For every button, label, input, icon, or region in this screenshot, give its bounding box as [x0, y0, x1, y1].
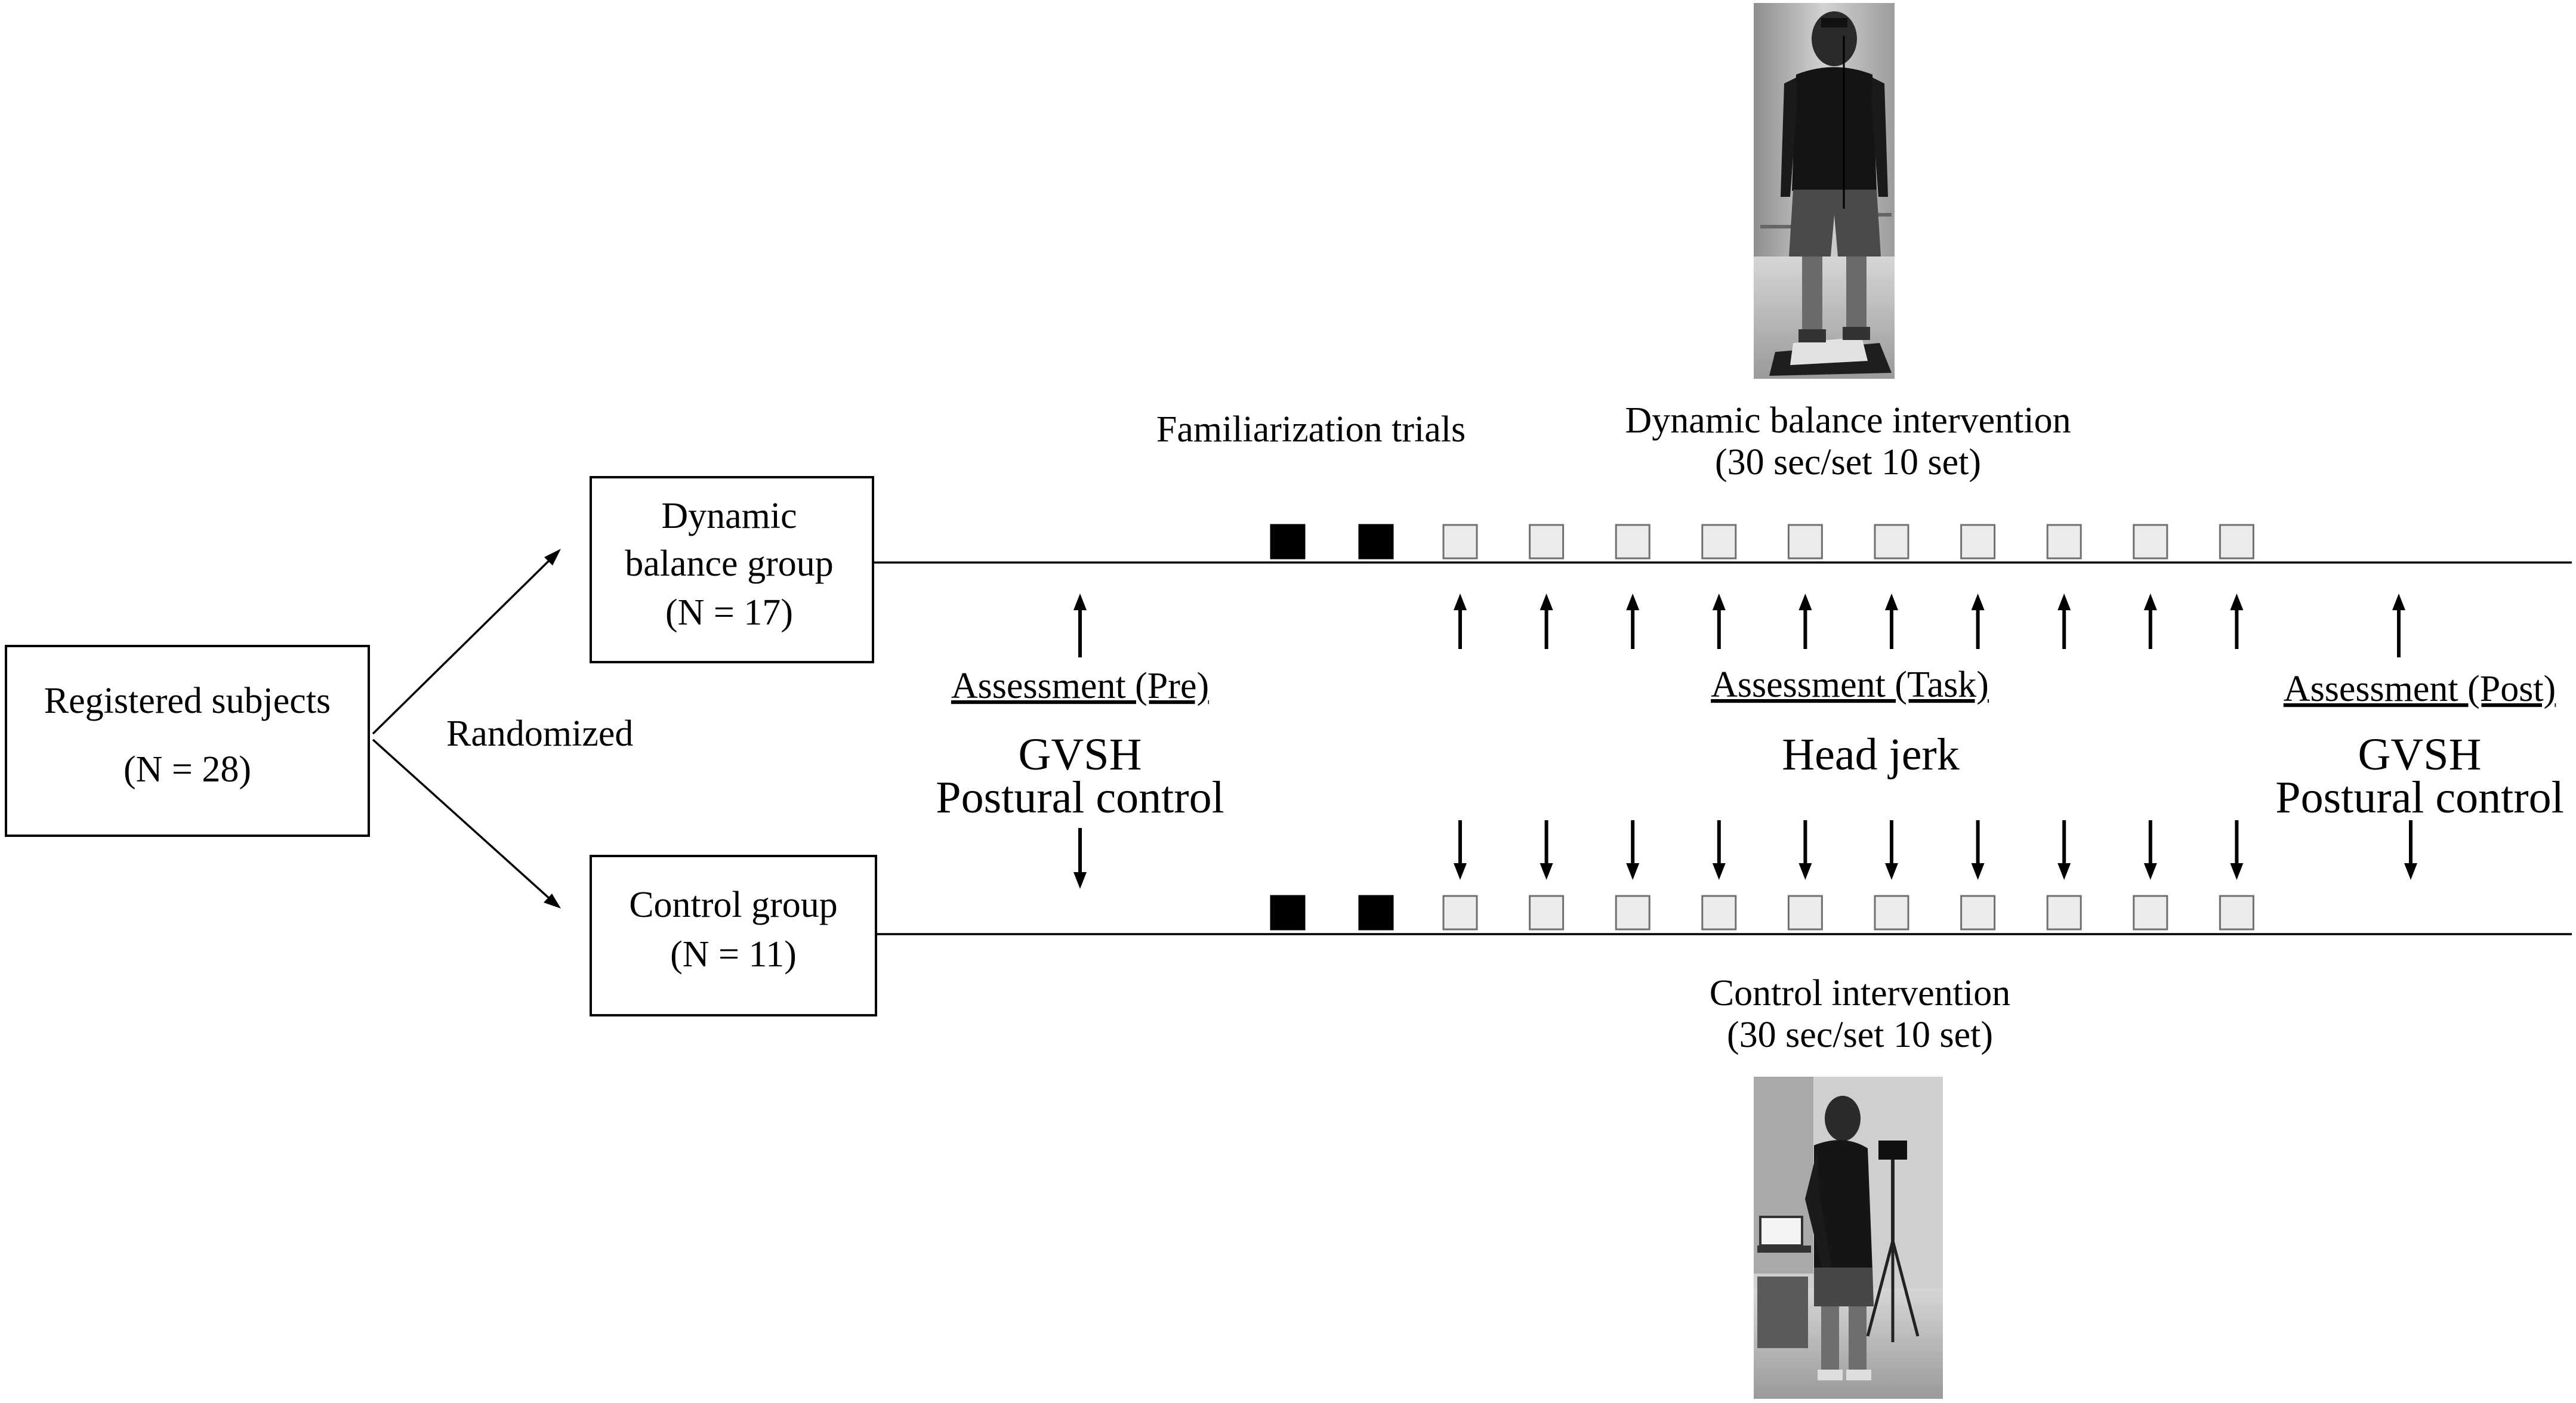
task-arrow-down-head [1885, 863, 1898, 880]
dynamic-intervention-detail: (30 sec/set 10 set) [1715, 442, 1981, 483]
control-intervention-detail: (30 sec/set 10 set) [1727, 1015, 1993, 1055]
task-arrow-down-head [2143, 863, 2157, 880]
control-group-box: Control group (N = 11) [590, 855, 877, 1016]
task-arrow-down-head [1540, 863, 1553, 880]
task-arrow-up-head [2057, 594, 2071, 610]
assessment-post-line1: GVSH [2358, 730, 2482, 780]
dynamic-group-line2: balance group [625, 543, 833, 584]
intervention-set-dynamic [1874, 524, 1909, 560]
task-arrow-down-head [1712, 863, 1726, 880]
intervention-set-dynamic [1615, 524, 1651, 560]
task-arrow-up-head [1885, 594, 1898, 610]
intervention-set-dynamic [1960, 524, 1996, 560]
familiarization-marker-dynamic [1358, 524, 1394, 560]
intervention-set-control [1787, 895, 1823, 931]
randomization-arrows [372, 549, 561, 908]
intervention-set-dynamic [2133, 524, 2168, 560]
familiarization-trials-label: Familiarization trials [1156, 409, 1466, 450]
task-arrow-up-head [1712, 594, 1726, 610]
intervention-set-dynamic [1787, 524, 1823, 560]
registered-subjects-box: Registered subjects (N = 28) [5, 645, 370, 837]
assessment-task-line1: Head jerk [1782, 730, 1960, 780]
intervention-set-control [1874, 895, 1909, 931]
control-intervention-title: Control intervention [1710, 973, 2011, 1013]
intervention-set-dynamic [1529, 524, 1565, 560]
intervention-set-control [1442, 895, 1478, 931]
intervention-set-control [1529, 895, 1565, 931]
dynamic-balance-group-box: Dynamic balance group (N = 17) [590, 476, 874, 663]
control-group-count: (N = 11) [670, 934, 797, 975]
post-arrow-up-head [2392, 594, 2405, 610]
intervention-set-dynamic [1442, 524, 1478, 560]
control-group-label: Control group [629, 885, 838, 925]
task-arrow-up-head [1626, 594, 1640, 610]
task-arrow-down-head [1798, 863, 1812, 880]
intervention-set-control [2046, 895, 2082, 931]
pre-arrow-down-head [1073, 872, 1087, 889]
task-arrow-up-head [2230, 594, 2244, 610]
intervention-set-dynamic [1701, 524, 1737, 560]
person-standing-on-balance-board-photo [1754, 3, 1895, 379]
dynamic-group-line1: Dynamic [661, 496, 797, 536]
intervention-set-control [2219, 895, 2254, 931]
assessment-pre-line2: Postural control [936, 772, 1224, 823]
assessment-post-line2: Postural control [2275, 772, 2563, 823]
intervention-set-control [1960, 895, 1996, 931]
assessment-post-title: Assessment (Post) [2284, 669, 2556, 709]
post-arrow-down-head [2404, 863, 2417, 880]
session-markers [1073, 524, 2417, 931]
task-arrow-down-head [2057, 863, 2071, 880]
familiarization-marker-dynamic [1270, 524, 1306, 560]
familiarization-marker-control [1358, 895, 1394, 931]
task-arrow-up-head [1798, 594, 1812, 610]
assessment-task: Assessment (Task) Head jerk [1711, 665, 1989, 780]
pre-arrow-up-head [1073, 594, 1087, 610]
randomized-label: Randomized [446, 713, 633, 754]
familiarization-marker-control [1270, 895, 1306, 931]
task-arrow-down-head [1454, 863, 1467, 880]
registered-subjects-count: (N = 28) [124, 749, 251, 790]
dynamic-group-count: (N = 17) [665, 592, 793, 633]
assessment-pre: Assessment (Pre) GVSH Postural control [936, 666, 1224, 823]
assessment-pre-title: Assessment (Pre) [951, 666, 1209, 706]
registered-subjects-label: Registered subjects [44, 681, 331, 721]
intervention-set-dynamic [2219, 524, 2254, 560]
intervention-set-control [1701, 895, 1737, 931]
task-arrow-up-head [1971, 594, 1985, 610]
task-arrow-up-head [1454, 594, 1467, 610]
task-arrow-down-head [2230, 863, 2244, 880]
intervention-set-control [1615, 895, 1651, 931]
task-arrow-down-head [1971, 863, 1985, 880]
dynamic-intervention-title: Dynamic balance intervention [1625, 400, 2071, 441]
intervention-set-dynamic [2046, 524, 2082, 560]
assessment-post: Assessment (Post) GVSH Postural control [2275, 669, 2563, 823]
task-arrow-down-head [1626, 863, 1640, 880]
task-arrow-up-head [1540, 594, 1553, 610]
task-arrow-up-head [2143, 594, 2157, 610]
person-standing-with-camera-photo [1754, 1077, 1943, 1399]
assessment-task-title: Assessment (Task) [1711, 665, 1989, 705]
assessment-pre-line1: GVSH [1019, 730, 1142, 780]
intervention-set-control [2133, 895, 2168, 931]
